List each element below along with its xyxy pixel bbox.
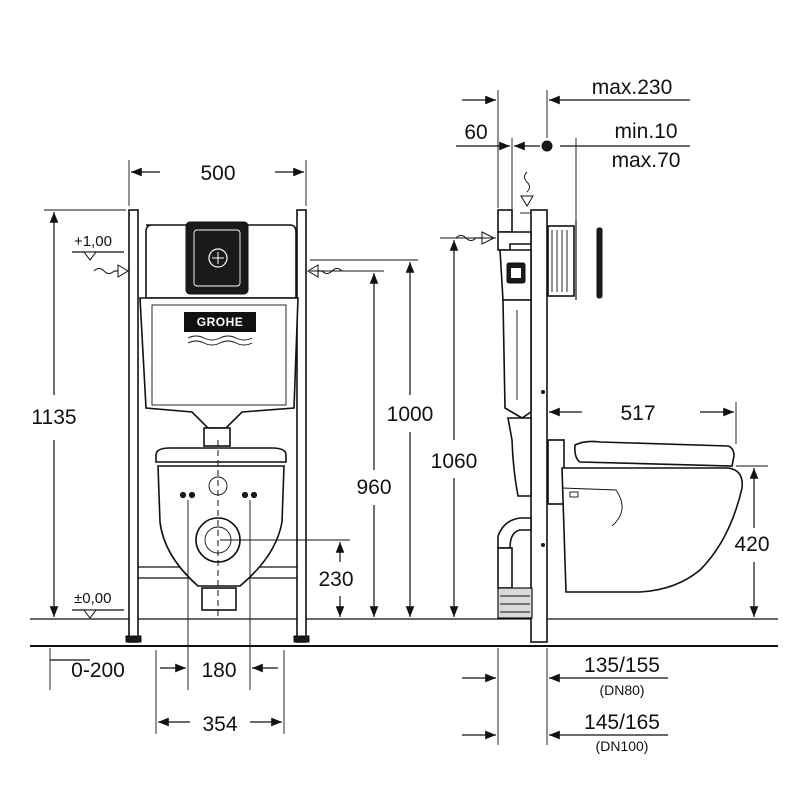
svg-text:(DN80): (DN80) (599, 682, 644, 698)
cistern (139, 221, 299, 447)
dim-height-1000: 1000 (310, 259, 434, 617)
dim-projection-517: 517 (549, 402, 737, 444)
frame-side-profile (497, 209, 548, 643)
svg-text:max.230: max.230 (592, 76, 673, 99)
front-view: GROHE (31, 160, 433, 736)
svg-text:1135: 1135 (31, 406, 76, 429)
dim-height-230: 230 (220, 539, 354, 617)
wc-bowl-front (155, 440, 287, 618)
svg-text:1000: 1000 (387, 403, 434, 426)
svg-text:180: 180 (201, 659, 236, 682)
svg-text:230: 230 (318, 568, 353, 591)
frame-left-upright (125, 209, 142, 643)
dim-width-354: 354 (155, 650, 285, 736)
svg-text:517: 517 (620, 402, 655, 425)
dim-seat-height-420: 420 (734, 465, 770, 617)
svg-text:max.70: max.70 (612, 149, 681, 172)
svg-text:min.10: min.10 (614, 120, 677, 143)
svg-text:1060: 1060 (431, 450, 478, 473)
dim-height-1135: 1135 (31, 209, 126, 620)
wc-bowl-side (547, 439, 744, 593)
side-view: max.230 60 min.10 max.70 1060 (431, 76, 770, 754)
dim-offset-60: 60 (456, 121, 540, 210)
svg-text:135/155: 135/155 (584, 654, 660, 677)
dim-spacing-180: 180 (160, 500, 278, 690)
frame-right-upright (293, 209, 310, 643)
water-inlet-left (93, 264, 129, 278)
dim-height-1060: 1060 (431, 237, 496, 617)
dim-drain-dn80: 135/155 (DN80) (462, 648, 668, 745)
water-inlet-top (520, 171, 534, 207)
level-mark-top: +1,00 (72, 233, 124, 261)
svg-text:420: 420 (734, 533, 769, 556)
flush-plate-side (547, 220, 603, 300)
logo-text: GROHE (197, 315, 244, 329)
dim-height-960: 960 (310, 270, 392, 617)
svg-text:354: 354 (202, 713, 237, 736)
dim-max-230: max.230 (462, 76, 690, 208)
dim-offset-0-200: 0-200 (49, 648, 125, 690)
dim-wall-thickness: min.10 max.70 (541, 120, 690, 220)
floor-line (30, 618, 778, 647)
svg-text:(DN100): (DN100) (596, 738, 649, 754)
grohe-logo: GROHE (184, 312, 256, 346)
level-mark-zero: ±0,00 (72, 590, 124, 619)
svg-text:145/165: 145/165 (584, 711, 660, 734)
dim-width-500: 500 (128, 160, 307, 206)
svg-text:960: 960 (356, 476, 391, 499)
dim-drain-dn100: 145/165 (DN100) (462, 711, 668, 754)
svg-text:60: 60 (464, 121, 487, 144)
svg-text:±0,00: ±0,00 (74, 590, 111, 607)
svg-text:+1,00: +1,00 (74, 233, 112, 250)
svg-text:0-200: 0-200 (71, 659, 125, 682)
svg-text:500: 500 (200, 162, 235, 185)
